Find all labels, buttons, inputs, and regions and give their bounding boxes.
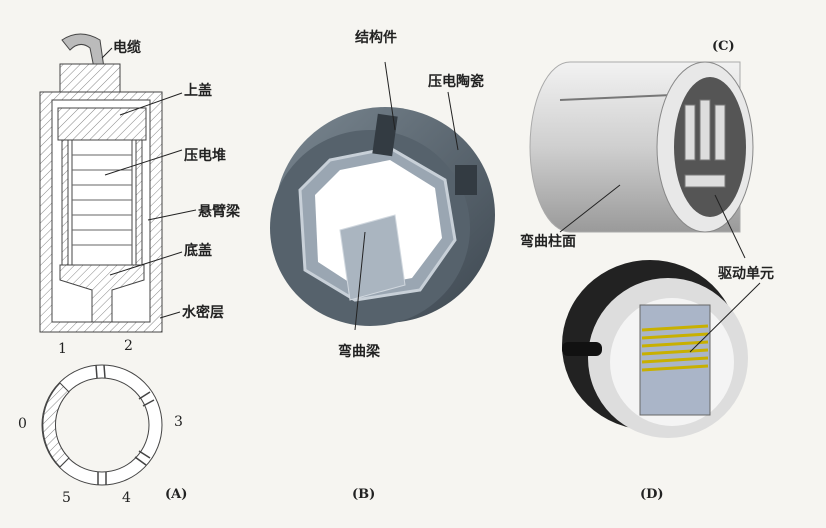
bottom-cover-shape: [59, 264, 145, 323]
panel-d-assembly: 驱动单元 (D): [562, 260, 774, 502]
label-cable: 电缆: [113, 39, 141, 56]
caption-c: (C): [712, 39, 735, 54]
ring-number-1: 1: [58, 341, 67, 357]
label-bending-beam: 弯曲梁: [338, 343, 381, 360]
label-bending-surface: 弯曲柱面: [520, 233, 576, 250]
label-piezo-ceramic: 压电陶瓷: [428, 73, 484, 90]
label-cantilever: 悬臂梁: [197, 203, 241, 220]
top-cover-shape: [57, 107, 147, 141]
label-top-cover: 上盖: [184, 82, 212, 99]
caption-b: (B): [352, 487, 375, 502]
piezo-stack-shape: [71, 139, 133, 266]
cable-shape: [61, 33, 105, 69]
caption-a: (A): [165, 487, 187, 502]
ring-number-0: 0: [18, 416, 27, 432]
label-drive-unit: 驱动单元: [718, 265, 774, 282]
ring-number-3: 3: [174, 414, 183, 430]
label-structure: 结构件: [355, 29, 397, 46]
label-bottom-cover: 底盖: [184, 242, 212, 259]
panel-b-ring: 结构件 压电陶瓷 弯曲梁 (B): [270, 29, 495, 502]
label-piezo-stack: 压电堆: [184, 147, 226, 164]
panel-a-section-view: 电缆 上盖 压电堆 悬臂梁 底盖 水密层: [39, 33, 241, 333]
label-waterproof-layer: 水密层: [182, 304, 224, 321]
panel-c-cylinder: 弯曲柱面 (C): [520, 39, 754, 259]
ring-number-5: 5: [62, 490, 71, 506]
panel-a-ring: 1 2 3 4 5 0 (A): [18, 338, 187, 506]
caption-d: (D): [640, 487, 664, 502]
ring-number-2: 2: [124, 338, 133, 354]
ring-number-4: 4: [122, 490, 131, 506]
